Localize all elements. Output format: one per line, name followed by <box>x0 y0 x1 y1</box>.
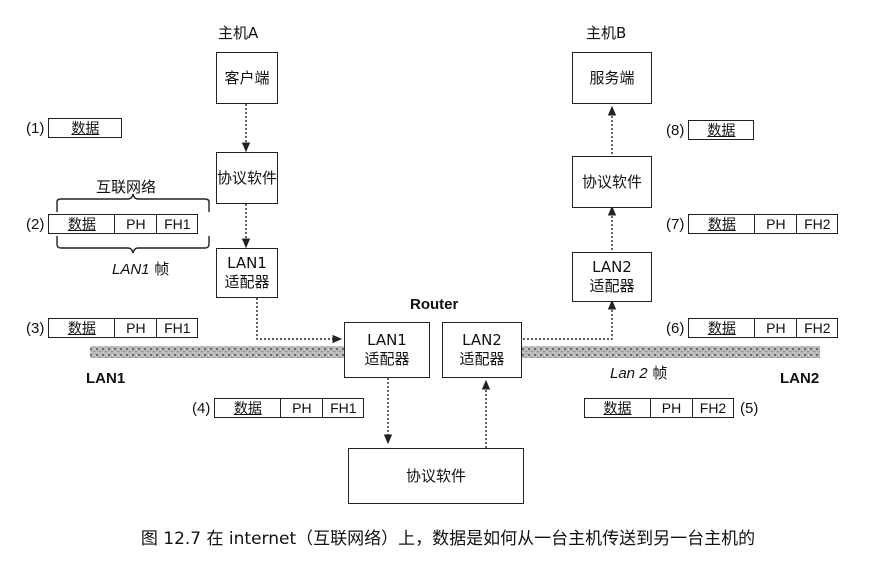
brace-bottom-lan1-frame <box>56 236 210 254</box>
internet-brace-label-text: 互联网络 <box>96 178 157 196</box>
figure-caption: 图 12.7 在 internet（互联网络）上，数据是如何从一台主机传送到另一… <box>140 529 756 549</box>
packet-8-data: 数据 <box>707 122 736 138</box>
packet-2-number: (2) <box>26 215 45 233</box>
protocol-software-b-box: 协议软件 <box>572 156 652 208</box>
lan2-adapter-b-line1: LAN2 <box>592 258 632 277</box>
lan1-frame-label-suffix: 帧 <box>149 260 170 278</box>
protocol-software-b-label: 协议软件 <box>581 172 642 191</box>
client-box: 客户端 <box>216 52 278 104</box>
packet-6-fh: FH2 <box>804 320 831 336</box>
packet-6-number: (6) <box>666 319 685 337</box>
arrow-router-to-adapter-b <box>523 299 617 340</box>
packet-2-fh: FH1 <box>164 216 191 232</box>
packet-4-fh: FH1 <box>330 400 357 416</box>
host-a-title: 主机A <box>218 22 258 43</box>
packet-6-ph: PH <box>755 319 798 337</box>
router-title-text: Router <box>410 296 459 313</box>
brace-top-internet <box>56 193 210 212</box>
internet-brace-label: 互联网络 <box>96 176 156 197</box>
packet-4-data: 数据 <box>215 399 282 417</box>
lan1-network-label: LAN1 <box>86 370 125 387</box>
router-lan1-adapter-line1: LAN1 <box>367 331 407 350</box>
packet-2-data: 数据 <box>49 215 116 233</box>
lan2-adapter-b-box: LAN2 适配器 <box>572 252 652 302</box>
router-lan2-adapter-line2: 适配器 <box>459 350 505 368</box>
host-b-title-text: 主机B <box>586 24 627 42</box>
packet-5-number: (5) <box>740 399 759 417</box>
lan1-frame-label-italic: LAN1 <box>112 261 150 278</box>
router-protocol-software-label: 协议软件 <box>405 466 466 485</box>
router-lan1-adapter-box: LAN1 适配器 <box>344 322 430 378</box>
packet-4: (4) 数据 PH FH1 <box>192 398 365 418</box>
router-lan1-adapter-line2: 适配器 <box>364 350 410 368</box>
protocol-software-a-box: 协议软件 <box>216 152 278 204</box>
router-lan2-adapter-line1: LAN2 <box>462 331 502 350</box>
lan1-network-label-text: LAN1 <box>86 370 126 387</box>
lan2-network-label-text: LAN2 <box>780 370 820 387</box>
packet-5-ph: PH <box>651 399 693 417</box>
diagram-connectors <box>56 104 820 448</box>
packet-7-ph: PH <box>755 215 798 233</box>
lan1-adapter-a-line1: LAN1 <box>227 254 267 273</box>
packet-1: (1) 数据 <box>26 118 123 138</box>
router-protocol-software-box: 协议软件 <box>348 448 524 504</box>
packet-8-number: (8) <box>666 121 685 139</box>
lan2-frame-label: Lan 2 帧 <box>610 362 667 383</box>
lan1-adapter-a-line2: 适配器 <box>224 273 270 291</box>
host-a-title-text: 主机A <box>218 24 259 42</box>
packet-4-ph: PH <box>281 399 324 417</box>
packet-7-data: 数据 <box>689 215 756 233</box>
packet-5: 数据 PH FH2 (5) <box>584 398 758 418</box>
packet-3-ph: PH <box>115 319 158 337</box>
lan2-frame-label-italic: Lan 2 <box>610 365 648 382</box>
protocol-software-a-label: 协议软件 <box>217 168 278 187</box>
packet-3-data: 数据 <box>49 319 116 337</box>
server-box: 服务端 <box>572 52 652 104</box>
packet-7: (7) 数据 PH FH2 <box>666 214 839 234</box>
packet-1-data: 数据 <box>71 120 100 136</box>
arrow-adapter-a-to-router <box>256 298 343 344</box>
packet-8: (8) 数据 <box>666 120 755 140</box>
lan2-frame-label-suffix: 帧 <box>647 364 668 382</box>
lan2-network-bar <box>520 346 820 358</box>
lan1-network-bar <box>90 346 348 358</box>
client-label: 客户端 <box>224 68 270 87</box>
packet-3-number: (3) <box>26 319 45 337</box>
packet-3-fh: FH1 <box>164 320 191 336</box>
packet-6: (6) 数据 PH FH2 <box>666 318 839 338</box>
packet-4-number: (4) <box>192 399 211 417</box>
packet-7-number: (7) <box>666 215 685 233</box>
lan1-frame-label: LAN1 帧 <box>112 258 169 279</box>
packet-2: (2) 数据 PH FH1 <box>26 214 199 234</box>
server-label: 服务端 <box>589 68 635 87</box>
packet-1-number: (1) <box>26 119 45 137</box>
lan2-network-label: LAN2 <box>780 370 819 387</box>
router-lan2-adapter-box: LAN2 适配器 <box>442 322 522 378</box>
packet-5-fh: FH2 <box>699 400 727 416</box>
lan2-adapter-b-line2: 适配器 <box>589 277 635 295</box>
router-title: Router <box>410 296 458 313</box>
packet-3: (3) 数据 PH FH1 <box>26 318 199 338</box>
packet-6-data: 数据 <box>689 319 756 337</box>
lan1-adapter-a-box: LAN1 适配器 <box>216 248 278 298</box>
host-b-title: 主机B <box>586 22 626 43</box>
packet-5-data: 数据 <box>585 399 651 417</box>
packet-7-fh: FH2 <box>804 216 831 232</box>
packet-2-ph: PH <box>115 215 158 233</box>
